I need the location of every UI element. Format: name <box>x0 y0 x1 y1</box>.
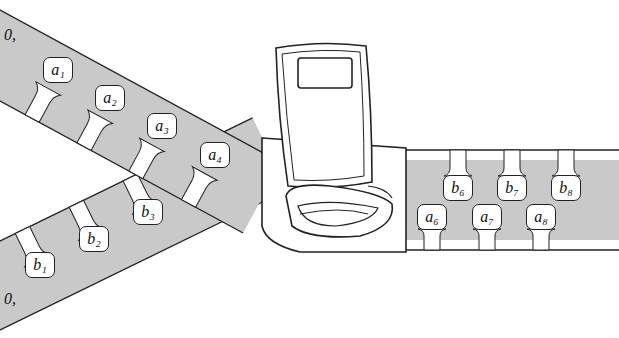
zipper-tooth: a₁ <box>43 57 73 83</box>
zipper-tooth: b₆ <box>443 175 473 201</box>
zipper-slider <box>262 43 406 252</box>
tooth-label: b₇ <box>505 180 519 196</box>
zipper-tooth: b₃ <box>133 199 163 225</box>
zipper-tooth: a₂ <box>95 85 125 111</box>
tooth-label: b₁ <box>33 257 47 273</box>
tooth-label: b₃ <box>141 204 155 220</box>
zipper-tooth: a₃ <box>147 113 177 139</box>
tooth-label: a₂ <box>103 90 117 106</box>
tooth-label: b₈ <box>559 180 573 196</box>
zipper-tooth: a₆ <box>417 204 447 230</box>
zipper-tooth: b₈ <box>551 175 581 201</box>
tooth-label: a₇ <box>480 209 494 225</box>
tooth-label: a₃ <box>155 118 169 134</box>
zipper-tooth: b₁ <box>25 252 55 278</box>
zipper-tooth: b₇ <box>497 175 527 201</box>
tape-end-label: 0, <box>4 26 16 44</box>
tooth-label: a₄ <box>208 147 222 163</box>
tooth-label: b₂ <box>87 231 101 247</box>
tooth-label: b₆ <box>451 180 465 196</box>
zipper-tooth: b₂ <box>79 226 109 252</box>
top-tape <box>0 0 281 233</box>
tape-end-label: 0, <box>4 290 16 308</box>
zipper-tooth: a₇ <box>472 204 502 230</box>
zipper-tooth: a₄ <box>200 142 230 168</box>
closed-zipper <box>400 150 619 250</box>
zipper-tooth: a₈ <box>526 204 556 230</box>
tooth-label: a₆ <box>425 209 439 225</box>
tooth-label: a₈ <box>534 209 548 225</box>
tooth-label: a₁ <box>51 62 65 78</box>
